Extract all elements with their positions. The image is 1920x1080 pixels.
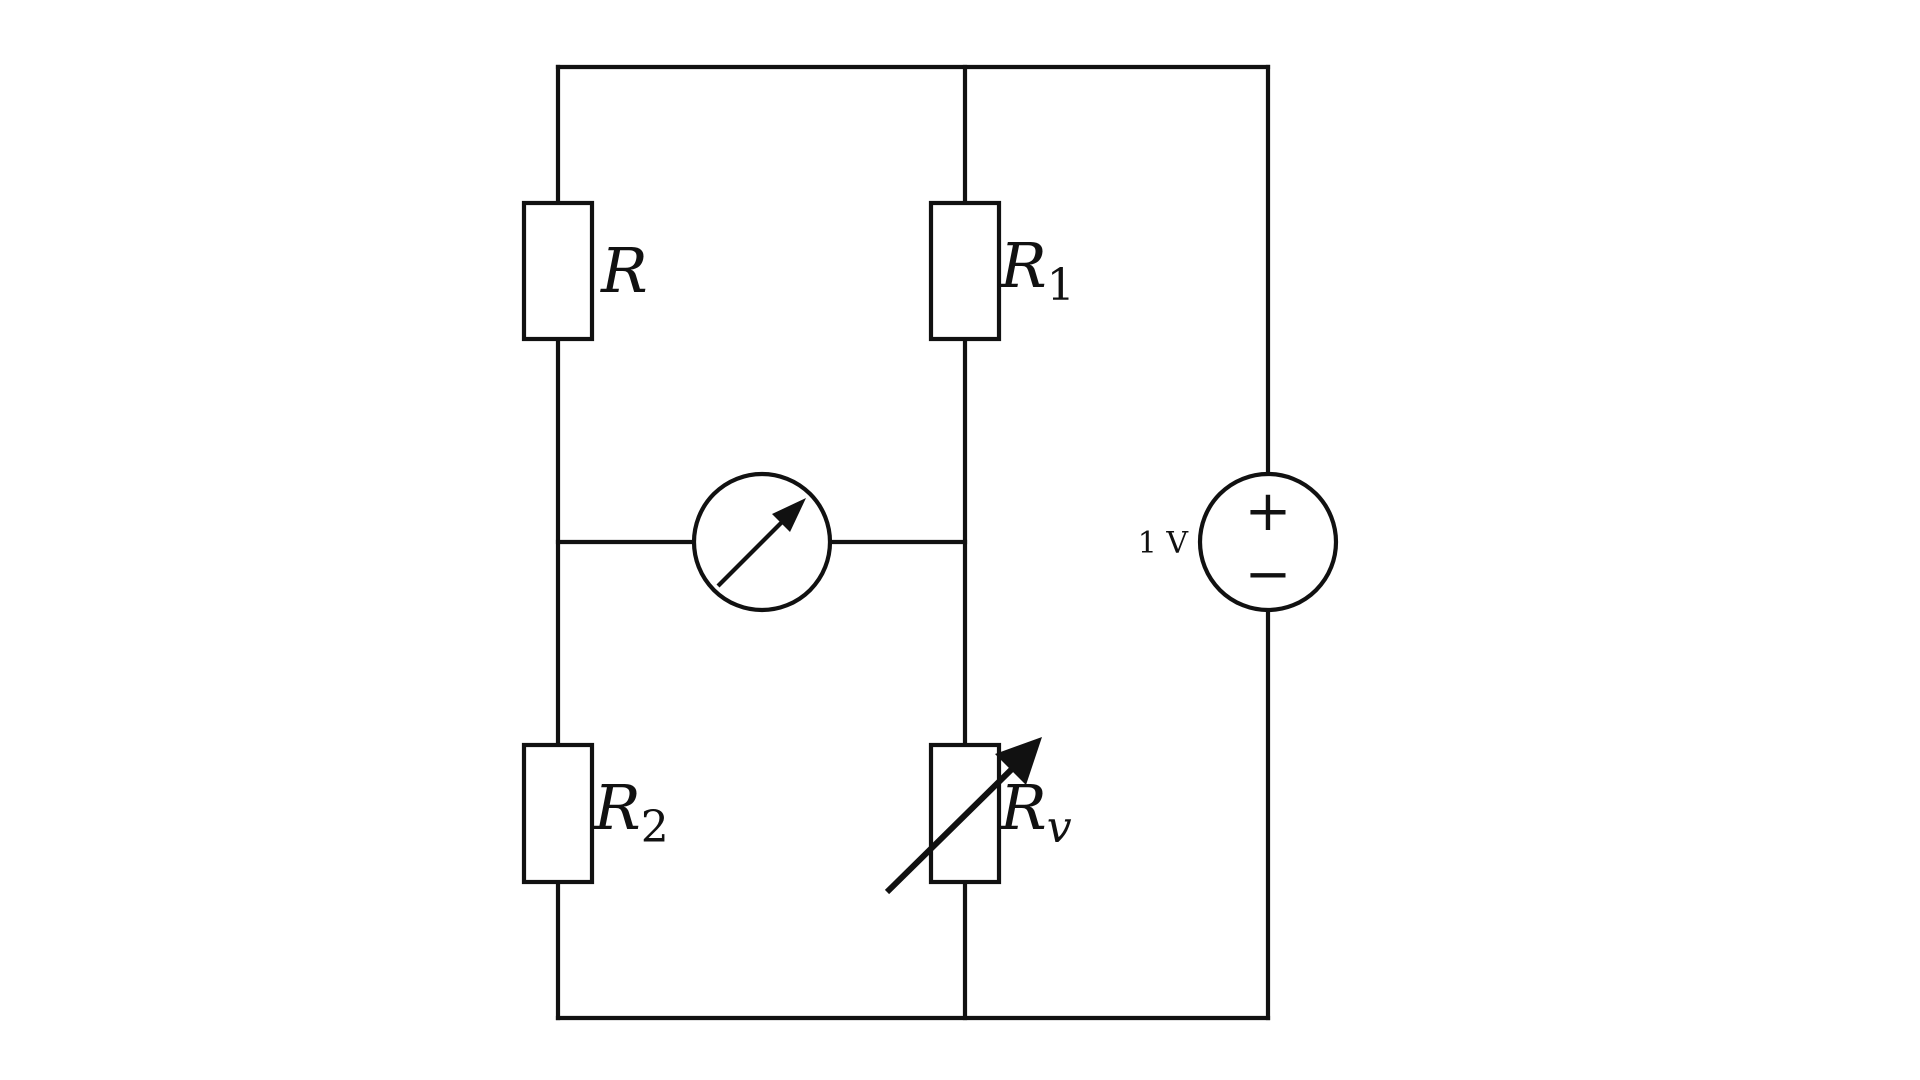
variable-arrow-head (995, 737, 1042, 785)
voltage-source-body (1197, 471, 1339, 613)
voltage-source-label: 1 V (1138, 526, 1190, 561)
resistor-r-body (521, 200, 595, 342)
meter-needle-icon (716, 516, 788, 588)
variable-arrow-shaft (884, 760, 1021, 895)
wires (555, 64, 1271, 1021)
voltage-source: + − 1 V (1138, 471, 1339, 613)
resistor-r: R (521, 200, 648, 342)
resistor-r-label: R (600, 234, 648, 307)
resistor-r2-label: R2 (593, 771, 669, 853)
galvanometer (691, 471, 833, 613)
voltage-source-plus: + (1245, 479, 1292, 544)
variable-resistor-rv-label: Rv (999, 771, 1072, 853)
variable-resistor-rv: Rv (884, 737, 1072, 895)
resistor-r1: R1 (928, 200, 1075, 342)
meter-needle-head-icon (772, 498, 806, 532)
resistor-r2: R2 (521, 742, 669, 885)
voltage-source-minus: − (1245, 542, 1292, 607)
resistor-r2-body (521, 742, 595, 885)
resistor-r1-label: R1 (999, 229, 1075, 311)
resistor-r1-body (928, 200, 1002, 342)
